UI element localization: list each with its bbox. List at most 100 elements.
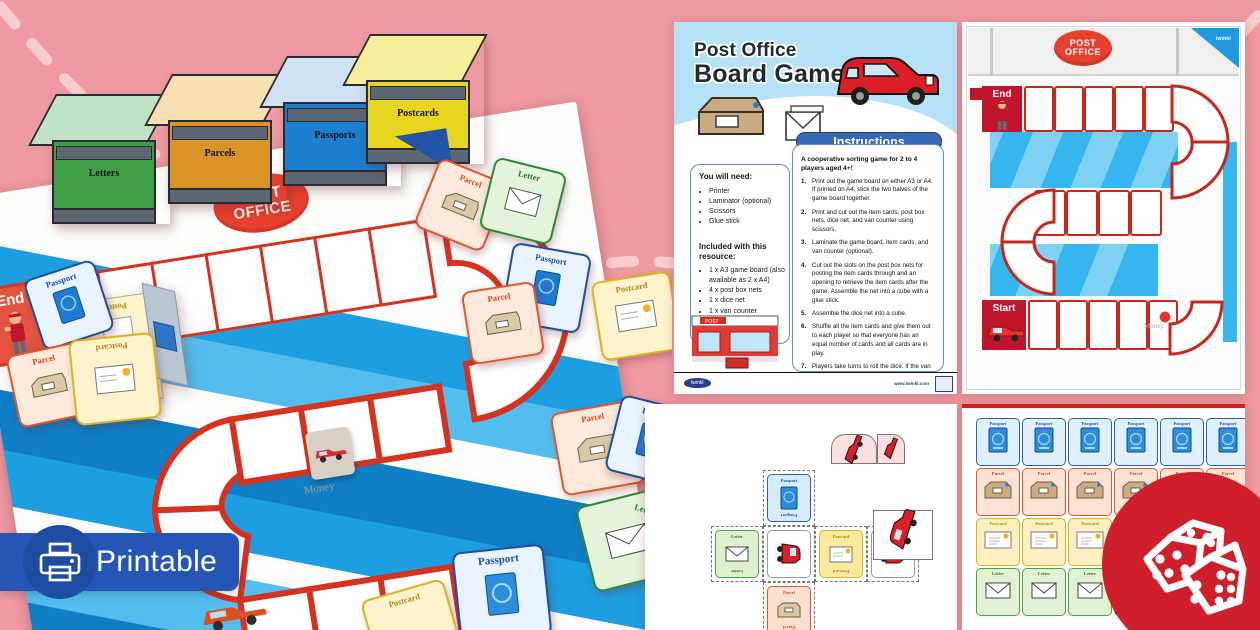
step-text: Cut out the slots on the post box nets f… [812, 261, 929, 304]
item-card-label: Parcel [1129, 471, 1143, 476]
cube-face-passport: Passport Passport [767, 474, 811, 522]
instruction-step: 1. Print out the game board on either A3 … [801, 178, 935, 204]
red-van-icon [836, 57, 939, 105]
card-label: Passport [477, 552, 520, 569]
step-text: Print and cut out the item cards, post b… [812, 208, 925, 234]
instruction-step: 6.Shuffle all the item cards and give th… [801, 323, 935, 358]
step-number: 2. [801, 208, 807, 216]
face-label: Postcard [832, 569, 850, 574]
item-card: Passport [1022, 418, 1066, 466]
included-heading: Included with this resource: [699, 242, 767, 261]
item-card-art [1172, 427, 1192, 458]
board-start: Start [982, 300, 1026, 350]
item-card-art [988, 427, 1008, 458]
counter-token-icon [1158, 310, 1172, 324]
you-will-need-item: Printer [709, 187, 771, 197]
red-van-photo [203, 607, 267, 630]
printer-icon [23, 525, 97, 599]
item-card-label: Passport [1035, 421, 1053, 426]
instructions-intro: A cooperative sorting game for 2 to 4 pl… [801, 156, 918, 173]
svg-text:POST: POST [705, 319, 719, 325]
post-box-postcards: Postcards [342, 34, 488, 164]
you-will-need-item: Glue stick [709, 217, 771, 227]
item-card-passport: Passport [22, 258, 116, 352]
face-label: Passport [780, 513, 798, 518]
footer-url: www.twinkl.com [894, 381, 929, 386]
item-card: Postcard [976, 518, 1020, 566]
board-curve-left [1000, 188, 1056, 296]
instructions-panel: A cooperative sorting game for 2 to 4 pl… [792, 144, 944, 372]
end-label: End [0, 289, 26, 311]
step-text: Print out the game board on either A3 or… [812, 177, 933, 203]
step-number: 1. [801, 177, 807, 185]
item-card: Passport [1206, 418, 1245, 466]
item-card-label: Passport [1127, 421, 1145, 426]
preview-sheet-game-board[interactable]: POST OFFICE twinkl End [962, 22, 1245, 394]
item-card-label: Postcard [1081, 521, 1099, 526]
preview-sheet-nets[interactable]: Passport Passport Letter Letter Postcard… [645, 404, 957, 630]
post-box-label: Parcels [204, 148, 236, 159]
item-card-parcel: Parcel [412, 156, 510, 254]
card-label: Parcel [486, 290, 512, 305]
you-will-need-heading: You will need: [699, 172, 753, 181]
instruction-step: 4. Cut out the slots on the post box nets… [801, 262, 935, 306]
printable-label: Printable [96, 545, 218, 578]
item-card-parcel: Parcel [460, 280, 546, 366]
item-card: Parcel [976, 468, 1020, 516]
step-text: Assemble the dice net into a cube. [812, 310, 907, 318]
item-card-passport: Passport [451, 543, 553, 630]
parcel-icon [698, 97, 764, 135]
item-card-art [1218, 427, 1238, 458]
face-label: Postcard [832, 534, 850, 539]
item-card-label: Letter [991, 571, 1005, 576]
item-card: Postcard [1022, 518, 1066, 566]
instruction-step: 7.Players take turns to roll the dice. I… [801, 363, 935, 371]
van-counter-piece-1 [831, 434, 877, 465]
post-box-label: Postcards [397, 108, 439, 119]
item-card-art [984, 530, 1012, 555]
item-card-label: Passport [1219, 421, 1237, 426]
included-item: 1 x van counter [709, 307, 789, 317]
step-number: 4. [801, 261, 807, 269]
sheet-title-line-2: Board Game [694, 60, 845, 88]
van-counter-photo [304, 426, 356, 481]
step-text: Laminate the game board, item cards, and… [812, 239, 929, 256]
item-card: Letter [1022, 568, 1066, 616]
item-card-label: Parcel [1221, 471, 1235, 476]
item-card: Passport [976, 418, 1020, 466]
end-label: End [992, 89, 1012, 100]
twinkl-badge-icon [935, 376, 953, 392]
item-card-label: Passport [1173, 421, 1191, 426]
included-item: 1 x A3 game board (also available as 2 x… [709, 266, 789, 286]
item-card: Passport [1068, 418, 1112, 466]
item-card-art [1030, 530, 1058, 555]
included-item: 4 x post box nets [709, 286, 789, 296]
step-text: Players take turns to roll the dice. If … [812, 363, 931, 371]
card-label: Postcard [614, 279, 649, 295]
item-card-parcel: Parcel [5, 341, 93, 429]
you-will-need-list: PrinterLaminator (optional)ScissorsGlue … [709, 187, 771, 228]
face-label: Passport [780, 478, 798, 483]
item-card-label: Passport [989, 421, 1007, 426]
twinkl-logo: twinkl [1215, 36, 1231, 42]
item-card-art [1080, 427, 1100, 458]
twinkl-corner [1191, 28, 1239, 68]
you-will-need-item: Scissors [709, 207, 771, 217]
face-label: Parcel [783, 590, 795, 595]
item-card-label: Postcard [1035, 521, 1053, 526]
board-logo: POST OFFICE [1054, 30, 1112, 66]
postman-figure-icon [997, 101, 1007, 130]
post-box-label: Letters [88, 168, 120, 179]
face-label: Parcel [783, 625, 795, 630]
item-card-label: Parcel [991, 471, 1005, 476]
step-number: 3. [801, 239, 807, 247]
item-card-label: Passport [1081, 421, 1099, 426]
preview-sheet-instructions[interactable]: Post Office Board Game You will need: Pr… [674, 22, 957, 394]
start-label: Start [992, 303, 1016, 314]
item-card-letter: Letter [478, 156, 568, 246]
item-card: Letter [976, 568, 1020, 616]
item-card-art [1076, 530, 1104, 555]
card-label: Postcard [95, 340, 129, 354]
cube-face-parcel: Parcel Parcel [767, 586, 811, 630]
instruction-step: 3. Laminate the game board, item cards, a… [801, 239, 935, 257]
